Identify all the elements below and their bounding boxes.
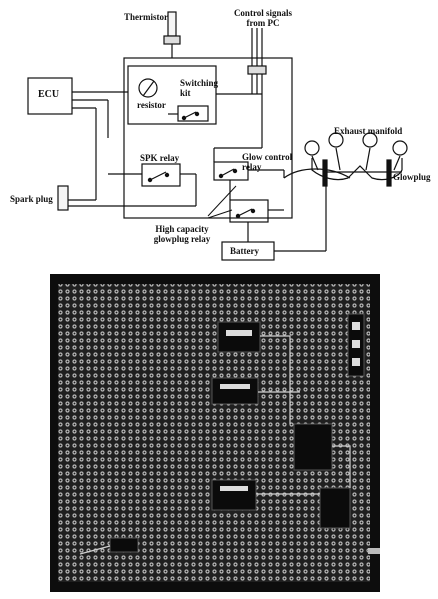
- label-battery: Battery: [230, 246, 259, 256]
- label-thermistor: Thermistor: [124, 12, 168, 22]
- label-resistor: resistor: [137, 100, 166, 110]
- label-control-signals: Control signals from PC: [224, 8, 302, 28]
- relay-component: [294, 424, 332, 470]
- label-spk-relay: SPK relay: [140, 153, 179, 163]
- label-exhaust-manifold: Exhaust manifold: [334, 126, 402, 136]
- resistor-symbol: [139, 79, 157, 97]
- label-ecu: ECU: [38, 90, 59, 100]
- label-spark-plug: Spark plug: [10, 194, 53, 204]
- relay-component: [320, 488, 350, 528]
- thermistor-clamp: [164, 36, 180, 44]
- glowplug-left: [323, 160, 327, 186]
- circuit-board-photo: [50, 274, 380, 592]
- label-switching-kit: Switching kit: [180, 78, 218, 98]
- relay-component: [212, 378, 258, 404]
- glowplug-right: [387, 160, 391, 186]
- signal-connector: [248, 66, 266, 74]
- relay-component: [212, 480, 256, 510]
- thermistor-probe: [168, 12, 176, 36]
- label-glow-control-relay: Glow control relay: [242, 152, 292, 172]
- label-glowplug: Glowplug: [393, 172, 431, 182]
- connector: [110, 538, 138, 552]
- spark-plug: [58, 186, 68, 210]
- label-high-capacity-relay: High capacity glowplug relay: [142, 224, 222, 244]
- relay-component: [218, 322, 260, 352]
